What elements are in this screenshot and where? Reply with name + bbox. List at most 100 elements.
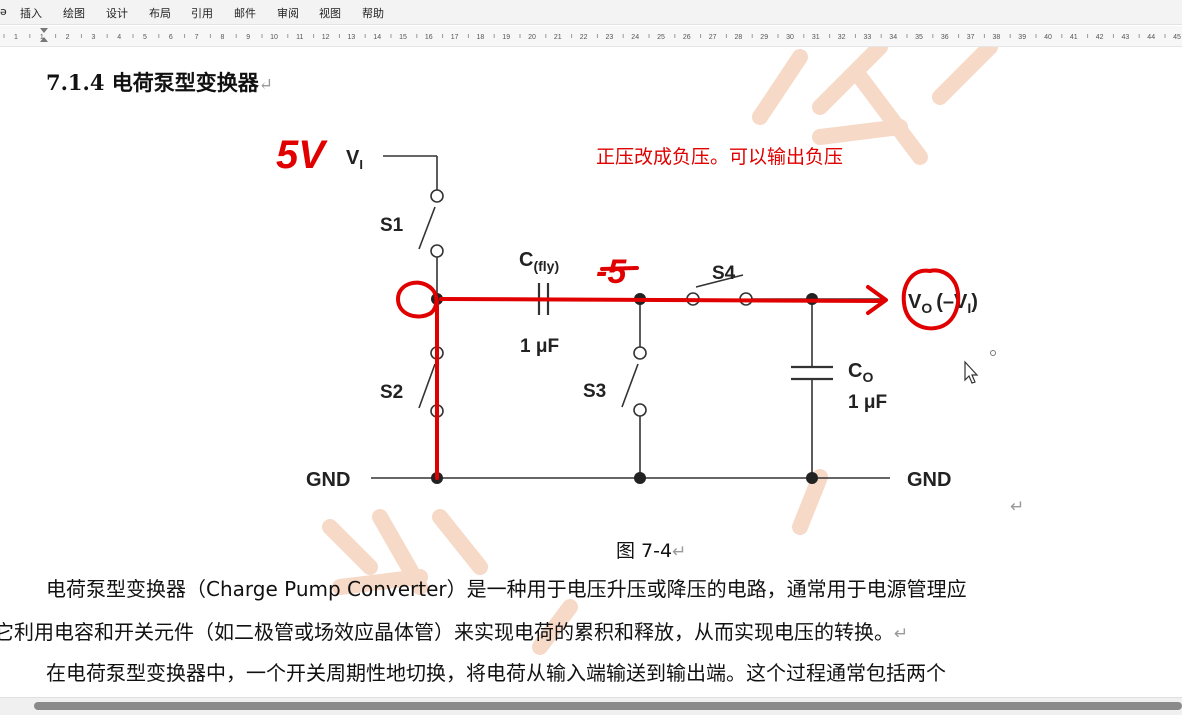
ruler-number: 14 xyxy=(373,34,381,41)
menu-layout[interactable]: 布局 xyxy=(149,7,171,20)
menu-draw[interactable]: 绘图 xyxy=(63,7,85,20)
ruler-number: 7 xyxy=(195,34,199,41)
ruler-number: 27 xyxy=(709,34,717,41)
s3-blade xyxy=(621,363,639,408)
indent-marker-icon[interactable] xyxy=(40,28,48,42)
red-minus-stroke xyxy=(600,266,639,271)
s1-label: S1 xyxy=(380,215,404,236)
red-signal-path xyxy=(439,297,885,303)
scrollbar-thumb[interactable] xyxy=(34,702,1182,710)
ruler-number: 39 xyxy=(1018,34,1026,41)
paragraph-3: 在电荷泵型变换器中，一个开关周期性地切换，将电荷从输入端输送到输出端。这个过程通… xyxy=(46,661,946,685)
circuit-wires xyxy=(371,155,890,479)
vo-label: VO(–VI) xyxy=(908,291,978,316)
menu-design[interactable]: 设计 xyxy=(106,7,128,20)
ruler-number: 13 xyxy=(348,34,356,41)
red-annotation-text: 正压改成负压。可以输出负压 xyxy=(596,146,843,168)
co-value: 1 μF xyxy=(848,392,887,413)
junction-dots xyxy=(431,293,818,484)
ruler-number: 4 xyxy=(117,34,121,41)
s4-label: S4 xyxy=(712,263,736,284)
stray-dot xyxy=(990,350,996,356)
cfly-value: 1 μF xyxy=(520,336,559,357)
ruler-number: 35 xyxy=(915,34,923,41)
menu-view[interactable]: 视图 xyxy=(319,7,341,20)
gnd-left-label: GND xyxy=(306,469,350,491)
s1-contact-top xyxy=(430,189,444,203)
capacitors xyxy=(537,283,833,381)
ruler-number: 36 xyxy=(941,34,949,41)
ruler-number: 38 xyxy=(993,34,1001,41)
ruler-number: 37 xyxy=(967,34,975,41)
ruler-number: 29 xyxy=(760,34,768,41)
gnd-right-label: GND xyxy=(907,469,951,491)
document-page[interactable]: 7.1.4 电荷泵型变换器 ↵ xyxy=(0,47,1182,697)
ruler-number: 10 xyxy=(270,34,278,41)
handwritten-neg5: -5 xyxy=(596,253,627,291)
menu-partial-icon[interactable]: ǝ xyxy=(0,5,7,18)
ruler-number: 15 xyxy=(399,34,407,41)
ruler-number: 42 xyxy=(1096,34,1104,41)
ruler-number: 22 xyxy=(580,34,588,41)
heading-text: 7.1.4 电荷泵型变换器 xyxy=(46,70,259,95)
paragraph-1: 电荷泵型变换器（Charge Pump Converter）是一种用于电压升压或… xyxy=(46,577,967,601)
ruler-number: 43 xyxy=(1122,34,1130,41)
mouse-cursor-icon xyxy=(964,360,979,384)
ruler-number: 17 xyxy=(451,34,459,41)
ruler-number: 21 xyxy=(554,34,562,41)
paragraph-2-mark: ↵ xyxy=(894,624,909,644)
ruler-number: 16 xyxy=(425,34,433,41)
junction-gnd-b xyxy=(634,472,646,484)
ruler-number: 6 xyxy=(169,34,173,41)
paragraph-2: 它利用电容和开关元件（如二极管或场效应晶体管）来实现电荷的累积和释放，从而实现电… xyxy=(0,616,908,645)
horizontal-scrollbar[interactable] xyxy=(0,697,1182,715)
ruler-number: 30 xyxy=(786,34,794,41)
paragraph-2-text: 它利用电容和开关元件（如二极管或场效应晶体管）来实现电荷的累积和释放，从而实现电… xyxy=(0,620,894,644)
cfly-label: C(fly) xyxy=(519,249,559,274)
menu-references[interactable]: 引用 xyxy=(191,7,213,20)
ruler-number: 28 xyxy=(735,34,743,41)
ruler-number: 24 xyxy=(631,34,639,41)
junction-gnd-c xyxy=(806,472,818,484)
menu-insert[interactable]: 插入 xyxy=(20,7,42,20)
figure-paragraph-mark: ↵ xyxy=(1010,497,1024,516)
s1-contact-bottom xyxy=(430,244,444,258)
ruler-number: 1 xyxy=(40,34,44,41)
ruler-number: 41 xyxy=(1070,34,1078,41)
ruler-number: 25 xyxy=(657,34,665,41)
charge-pump-circuit-figure: VI S1 S2 S3 S4 C(fly) 1 μF VO(–VI) CO 1 … xyxy=(276,133,1024,516)
co-label: CO xyxy=(848,360,873,385)
ruler-number: 44 xyxy=(1147,34,1155,41)
ruler-number: 8 xyxy=(220,34,224,41)
watermark xyxy=(322,47,998,655)
red-circle-node xyxy=(396,280,439,319)
ruler-number: 5 xyxy=(143,34,147,41)
ruler-number: 1 xyxy=(14,34,18,41)
s2-blade xyxy=(418,363,436,409)
ruler-number: 11 xyxy=(296,34,303,41)
menu-review[interactable]: 审阅 xyxy=(277,7,299,20)
red-circle-vo xyxy=(901,268,961,331)
ribbon-menu-bar: ǝ 插入 绘图 设计 布局 引用 邮件 审阅 视图 帮助 xyxy=(0,0,1182,25)
s3-contact-bottom xyxy=(633,403,647,417)
ruler-number: 26 xyxy=(683,34,691,41)
ruler-number: 40 xyxy=(1044,34,1052,41)
circuit-labels: VI S1 S2 S3 S4 C(fly) 1 μF VO(–VI) CO 1 … xyxy=(306,147,978,491)
caption-text: 图 7-4 xyxy=(616,540,673,562)
ruler-number: 12 xyxy=(322,34,330,41)
ruler-number: 45 xyxy=(1173,34,1181,41)
menu-mailings[interactable]: 邮件 xyxy=(234,7,256,20)
ruler-number: 20 xyxy=(528,34,536,41)
s3-label: S3 xyxy=(583,381,606,402)
menu-help[interactable]: 帮助 xyxy=(362,7,384,20)
ruler-number: 32 xyxy=(838,34,846,41)
ruler-number: 19 xyxy=(502,34,510,41)
s3-contact-top xyxy=(633,346,647,360)
caption-paragraph-mark: ↵ xyxy=(672,542,687,562)
ruler-number: 33 xyxy=(864,34,872,41)
section-heading: 7.1.4 电荷泵型变换器↵ xyxy=(46,67,273,97)
handwritten-annotations xyxy=(396,266,961,480)
s1-blade xyxy=(418,206,436,250)
